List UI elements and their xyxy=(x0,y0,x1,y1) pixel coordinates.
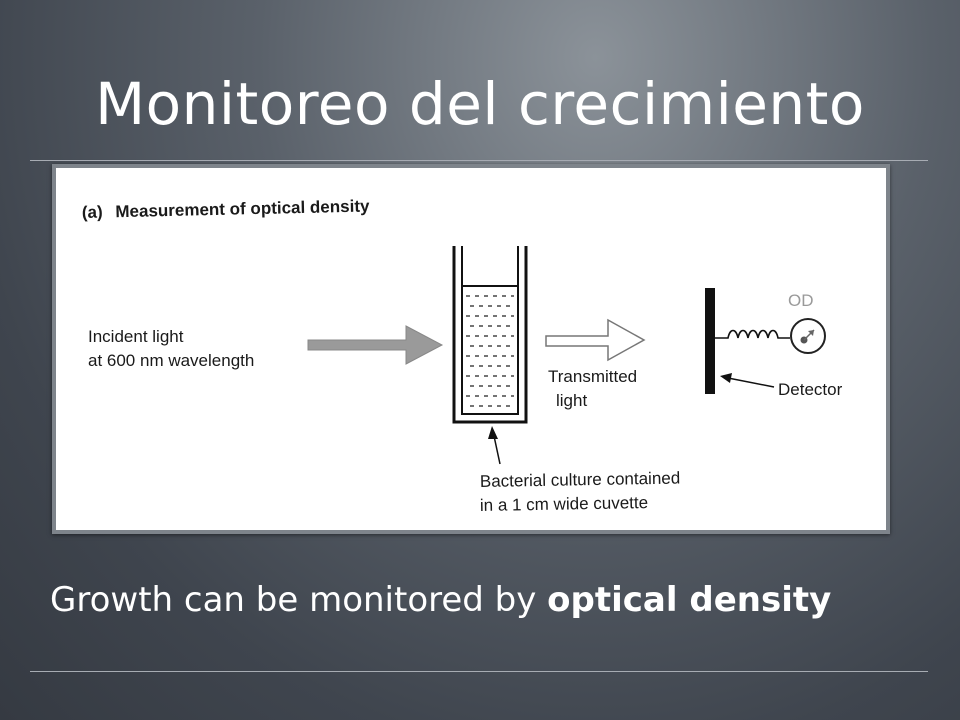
caption-prefix: Growth can be monitored by xyxy=(50,580,548,620)
optical-density-diagram: (a) Measurement of optical density Incid… xyxy=(82,196,843,515)
culture-label-2: in a 1 cm wide cuvette xyxy=(480,493,649,515)
detector-pointer xyxy=(727,377,775,388)
slide-title: Monitoreo del crecimiento xyxy=(95,70,865,138)
detector-pointer-head xyxy=(720,373,732,383)
culture-pointer xyxy=(493,435,501,465)
transmitted-light-label-2: light xyxy=(556,391,587,410)
detector-coil xyxy=(715,329,790,339)
transmitted-light-arrow xyxy=(545,318,646,362)
title-divider xyxy=(30,160,928,161)
figure-heading: Measurement of optical density xyxy=(115,196,370,221)
detector-plate xyxy=(705,288,715,394)
culture-liquid xyxy=(466,295,514,407)
figure-frame: (a) Measurement of optical density Incid… xyxy=(52,164,890,534)
svg-text:(a) Measurement of opt: (a) Measurement of optical density xyxy=(82,196,371,222)
caption-emphasis: optical density xyxy=(547,580,832,620)
panel-label: (a) xyxy=(82,203,103,222)
od-meter xyxy=(790,318,826,354)
slide-caption: Growth can be monitored by optical densi… xyxy=(50,580,831,620)
cuvette xyxy=(452,246,528,424)
optical-density-figure: (a) Measurement of optical density Incid… xyxy=(56,168,886,530)
culture-pointer-head xyxy=(488,426,498,439)
detector-label: Detector xyxy=(778,380,843,399)
incident-light-label: Incident light xyxy=(88,327,184,346)
transmitted-light-label: Transmitted xyxy=(548,367,637,386)
incident-wavelength-label: at 600 nm wavelength xyxy=(88,351,254,370)
culture-label: Bacterial culture contained xyxy=(480,469,681,491)
incident-light-arrow xyxy=(307,325,444,365)
od-meter-label: OD xyxy=(788,291,814,310)
footer-divider xyxy=(30,671,928,672)
